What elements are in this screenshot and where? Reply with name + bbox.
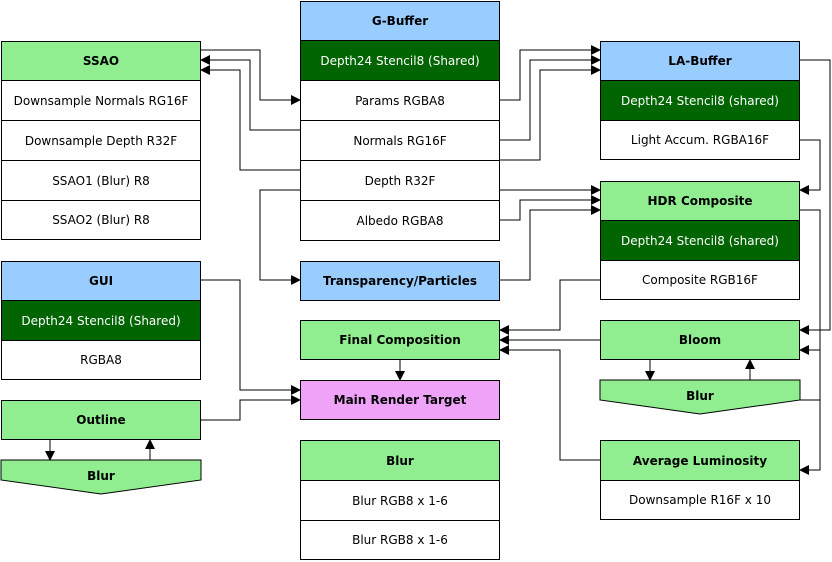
bloom-blur-banner — [599, 379, 801, 415]
normals-to-ssao-arrow — [200, 55, 300, 131]
la-buffer-light-accum: Light Accum. RGBA16F — [600, 120, 800, 160]
depth-to-transparency-arrow — [259, 189, 301, 285]
depth-to-la-buffer-arrow — [500, 65, 601, 161]
outline-to-main-target-arrow — [201, 395, 301, 421]
transparency-particles: Transparency/Particles — [300, 261, 500, 301]
ssao1-blur: SSAO1 (Blur) R8 — [1, 160, 201, 201]
outline-blur-label: Blur — [87, 469, 115, 483]
g-buffer-params: Params RGBA8 — [300, 80, 500, 121]
hdr-composite-depth-stencil: Depth24 Stencil8 (shared) — [600, 220, 800, 261]
la-buffer-to-hdr-arrow — [799, 139, 821, 195]
gui-rgba8: RGBA8 — [1, 340, 201, 380]
ssao-downsample-depth: Downsample Depth R32F — [1, 120, 201, 161]
normals-to-la-buffer-arrow — [500, 55, 601, 141]
albedo-to-hdr-arrow — [500, 195, 601, 221]
ssao-downsample-normals: Downsample Normals RG16F — [1, 80, 201, 121]
gui-header: GUI — [1, 261, 201, 301]
ssao-to-params-arrow — [201, 49, 301, 105]
blur-row-2: Blur RGB8 x 1-6 — [300, 520, 500, 560]
bloom-blur-label: Blur — [686, 389, 714, 403]
final-composition: Final Composition — [300, 320, 500, 360]
ssao-header: SSAO — [1, 41, 201, 81]
transparency-to-hdr-arrow — [500, 205, 601, 281]
depth-to-ssao-arrow — [200, 65, 300, 171]
g-buffer-albedo: Albedo RGBA8 — [300, 200, 500, 241]
la-buffer-to-bloom-arrow — [799, 59, 831, 335]
blur-header: Blur — [300, 440, 500, 481]
ssao2-blur: SSAO2 (Blur) R8 — [1, 200, 201, 240]
bloom-header: Bloom — [600, 320, 800, 360]
outline-header: Outline — [1, 400, 201, 440]
bloom-blur-to-bloom-arrow — [799, 345, 821, 401]
hdr-composite-rgb16f: Composite RGB16F — [600, 260, 800, 300]
params-to-la-buffer-arrow — [500, 45, 601, 101]
hdr-to-avg-luminosity-arrow — [799, 209, 821, 475]
g-buffer-header: G-Buffer — [300, 1, 500, 41]
avg-luminosity-to-final-arrow — [499, 345, 600, 461]
gui-to-main-target-arrow — [201, 279, 301, 395]
average-luminosity-header: Average Luminosity — [600, 440, 800, 481]
la-buffer-depth-stencil: Depth24 Stencil8 (shared) — [600, 80, 800, 121]
g-buffer-depth: Depth R32F — [300, 160, 500, 201]
average-luminosity-downsample: Downsample R16F x 10 — [600, 480, 800, 520]
hdr-to-final-arrow — [499, 279, 600, 335]
outline-blur-banner — [0, 459, 202, 495]
main-render-target: Main Render Target — [300, 380, 500, 420]
hdr-composite-header: HDR Composite — [600, 181, 800, 221]
